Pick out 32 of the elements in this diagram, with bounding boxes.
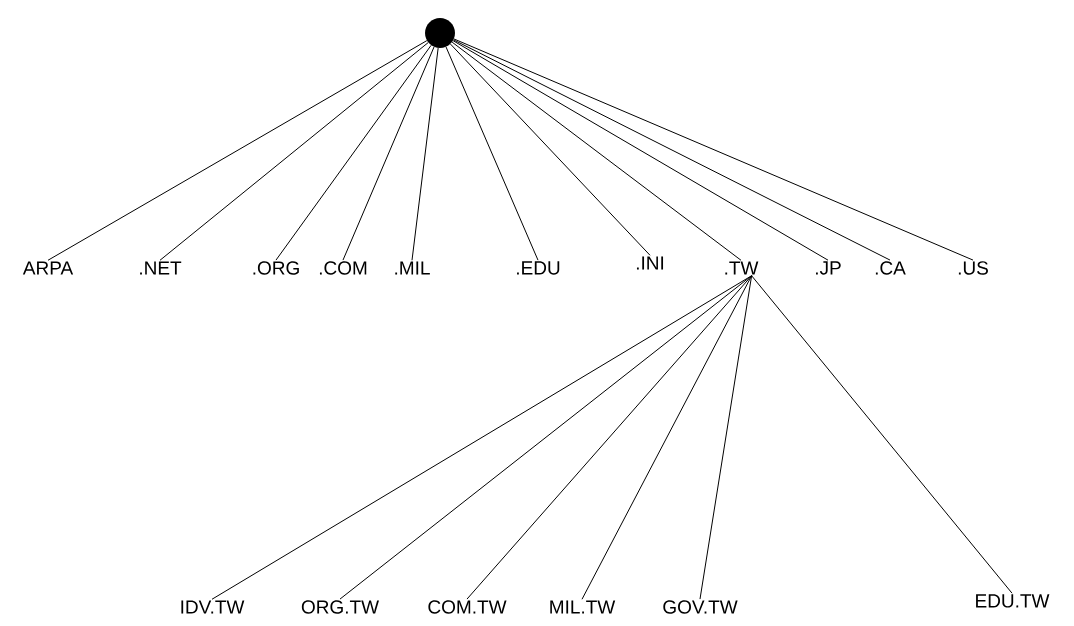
domain-label: IDV.TW: [181, 600, 245, 614]
tree-line: [275, 44, 432, 261]
domain-label: ARPA: [22, 261, 74, 275]
tree-line: [342, 46, 435, 261]
domain-label: COM.TW: [428, 600, 507, 614]
domain-label: ORG.TW: [301, 600, 379, 614]
tree-line: [47, 40, 428, 261]
domain-label: .US: [958, 261, 988, 275]
domain-label: .JP: [816, 261, 841, 275]
tree-line: [159, 42, 429, 261]
tree-line: [751, 275, 1013, 594]
tree-line: [453, 38, 974, 261]
domain-label: GOV.TW: [663, 600, 738, 614]
tree-line: [449, 43, 651, 256]
domain-label: .TW: [725, 261, 759, 275]
root-dot: [425, 18, 455, 48]
tree-line: [581, 275, 753, 600]
tree-line: [211, 275, 753, 600]
domain-label: .EDU: [517, 261, 560, 275]
domain-label: EDU.TW: [976, 594, 1050, 608]
domain-label: .NET: [140, 261, 182, 275]
tree-line: [445, 46, 539, 261]
tree-line: [451, 41, 742, 261]
domain-label: .INI: [636, 256, 664, 270]
tree-line: [411, 47, 439, 261]
domain-label: .CA: [875, 261, 906, 275]
domain-label: MIL.TW: [550, 600, 616, 614]
domain-label: .MIL: [395, 261, 430, 275]
domain-label: .ORG: [253, 261, 299, 275]
tree-line: [466, 275, 753, 600]
domain-label: .COM: [319, 261, 367, 275]
tree-line: [699, 275, 753, 600]
